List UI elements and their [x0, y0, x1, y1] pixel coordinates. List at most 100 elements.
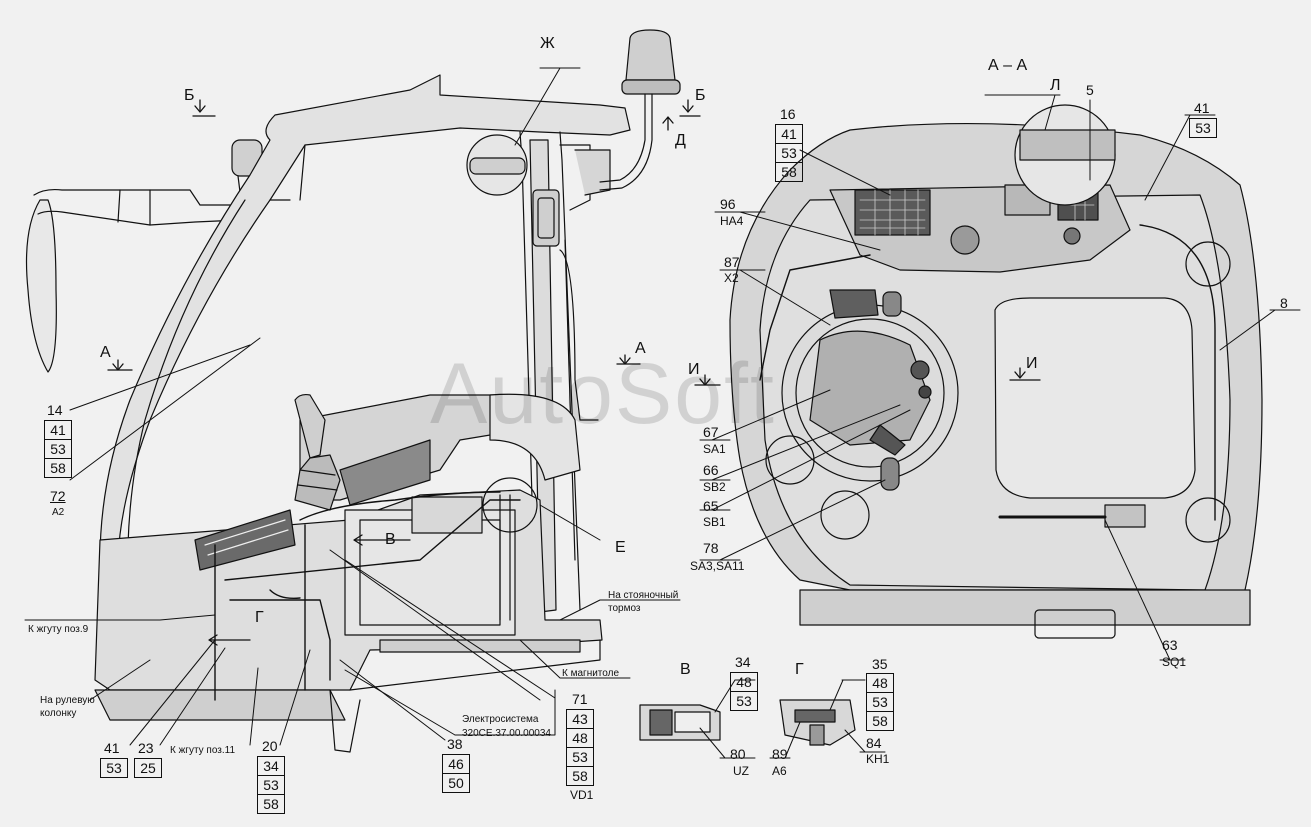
section-mark-d: Д — [675, 132, 686, 149]
watermark: AutoSoft — [430, 346, 776, 442]
callout-71: 71 — [572, 691, 588, 707]
callout-38: 38 — [447, 736, 463, 752]
leader-lines-right — [699, 94, 1301, 759]
cab-side-view — [24, 29, 701, 753]
callout-41-right: 41 — [1194, 100, 1210, 116]
callout-66: 66 — [703, 462, 719, 478]
callout-14-box-2: 53 — [44, 439, 72, 459]
section-mark-a-left: А — [100, 344, 111, 361]
callout-89: 89 — [772, 746, 788, 762]
callout-16: 16 — [780, 106, 796, 122]
section-mark-i-left: И — [688, 361, 700, 378]
callout-35: 35 — [872, 656, 888, 672]
callout-72-code: A2 — [52, 507, 65, 518]
view-title-g: Г — [795, 661, 804, 678]
section-mark-a-right: А — [635, 340, 646, 357]
section-mark-i-right: И — [1026, 355, 1038, 372]
cab-floor — [94, 489, 603, 753]
callout-66-code: SB2 — [703, 480, 726, 494]
callout-63-code: SQ1 — [1162, 655, 1187, 669]
note-harness-9: К жгуту поз.9 — [28, 624, 89, 635]
callout-71-box-1: 43 — [566, 709, 594, 729]
callout-20-box-3: 58 — [257, 794, 285, 814]
callout-67-code: SA1 — [703, 442, 726, 456]
cab-frame — [99, 74, 631, 613]
section-mark-e: Е — [615, 539, 626, 556]
callout-16-box-3: 58 — [775, 162, 803, 182]
callout-34-box-2: 53 — [730, 691, 758, 711]
callout-20: 20 — [262, 738, 278, 754]
section-mark-l: Л — [1050, 77, 1061, 94]
detail-circle-e — [482, 477, 538, 533]
callout-20-box-1: 34 — [257, 756, 285, 776]
beacon-lamp — [599, 29, 681, 191]
note-system-1: Электросистема — [462, 714, 539, 725]
callout-14-box-1: 41 — [44, 420, 72, 440]
callout-14-box-3: 58 — [44, 458, 72, 478]
note-system-2: 320СЕ.37.00.00034 — [462, 728, 551, 739]
view-title-aa: А – А — [988, 57, 1028, 74]
callout-35-box-1: 48 — [866, 673, 894, 693]
callout-35-box-2: 53 — [866, 692, 894, 712]
side-console — [194, 394, 521, 571]
joystick — [294, 393, 341, 511]
section-arrows-right — [694, 367, 1041, 386]
callout-14: 14 — [47, 402, 63, 418]
callout-16-box-1: 41 — [775, 124, 803, 144]
detail-view-g — [779, 699, 856, 746]
note-steering-2: колонку — [40, 708, 77, 719]
callout-65: 65 — [703, 498, 719, 514]
callout-41: 41 — [104, 740, 120, 756]
callout-71-box-3: 53 — [566, 747, 594, 767]
callout-71-code: VD1 — [570, 788, 594, 802]
seat-outline — [489, 393, 581, 481]
callout-96: 96 — [720, 196, 736, 212]
note-steering-1: На рулевую — [40, 695, 95, 706]
callout-41-right-box: 53 — [1189, 118, 1217, 138]
section-mark-zh: Ж — [540, 35, 555, 52]
callout-38-box-1: 46 — [442, 754, 470, 774]
callout-72: 72 — [50, 488, 66, 504]
section-mark-b-right: Б — [695, 87, 706, 104]
wiring-harness — [214, 491, 521, 701]
callout-20-box-2: 53 — [257, 775, 285, 795]
callout-8: 8 — [1280, 295, 1288, 311]
callout-78-code: SA3,SA11 — [690, 559, 745, 573]
callout-80-code: UZ — [733, 764, 749, 778]
detail-view-v — [639, 704, 721, 741]
callout-87-code: X2 — [724, 271, 739, 285]
joystick-top — [880, 457, 900, 491]
callout-78: 78 — [703, 540, 719, 556]
callout-41-box: 53 — [100, 758, 128, 778]
callout-35-box-3: 58 — [866, 711, 894, 731]
callout-34-box-1: 48 — [730, 672, 758, 692]
callout-63: 63 — [1162, 637, 1178, 653]
callout-89-code: A6 — [772, 764, 787, 778]
section-arrows-left — [107, 99, 701, 646]
section-mark-v-arrow: В — [385, 531, 396, 548]
callout-23-box: 25 — [134, 758, 162, 778]
note-parking-1: На стояночный — [608, 590, 679, 601]
note-radio: К магнитоле — [562, 668, 620, 679]
callout-65-code: SB1 — [703, 515, 726, 529]
callout-87: 87 — [724, 254, 740, 270]
callout-84-code: KH1 — [866, 752, 890, 766]
operator-seat — [994, 297, 1196, 499]
callout-80: 80 — [730, 746, 746, 762]
callout-84: 84 — [866, 735, 882, 751]
cab-top-view — [639, 94, 1301, 759]
callout-96-code: HA4 — [720, 214, 744, 228]
callout-16-box-2: 53 — [775, 143, 803, 163]
section-mark-b-left: Б — [184, 87, 195, 104]
callout-67: 67 — [703, 424, 719, 440]
callout-71-box-4: 58 — [566, 766, 594, 786]
callout-71-box-2: 48 — [566, 728, 594, 748]
callout-23: 23 — [138, 740, 154, 756]
view-title-v: В — [680, 661, 691, 678]
note-parking-2: тормоз — [608, 603, 641, 614]
section-mark-g-arrow: Г — [255, 609, 264, 626]
callout-34: 34 — [735, 654, 751, 670]
callout-38-box-2: 50 — [442, 773, 470, 793]
callout-5: 5 — [1086, 82, 1094, 98]
